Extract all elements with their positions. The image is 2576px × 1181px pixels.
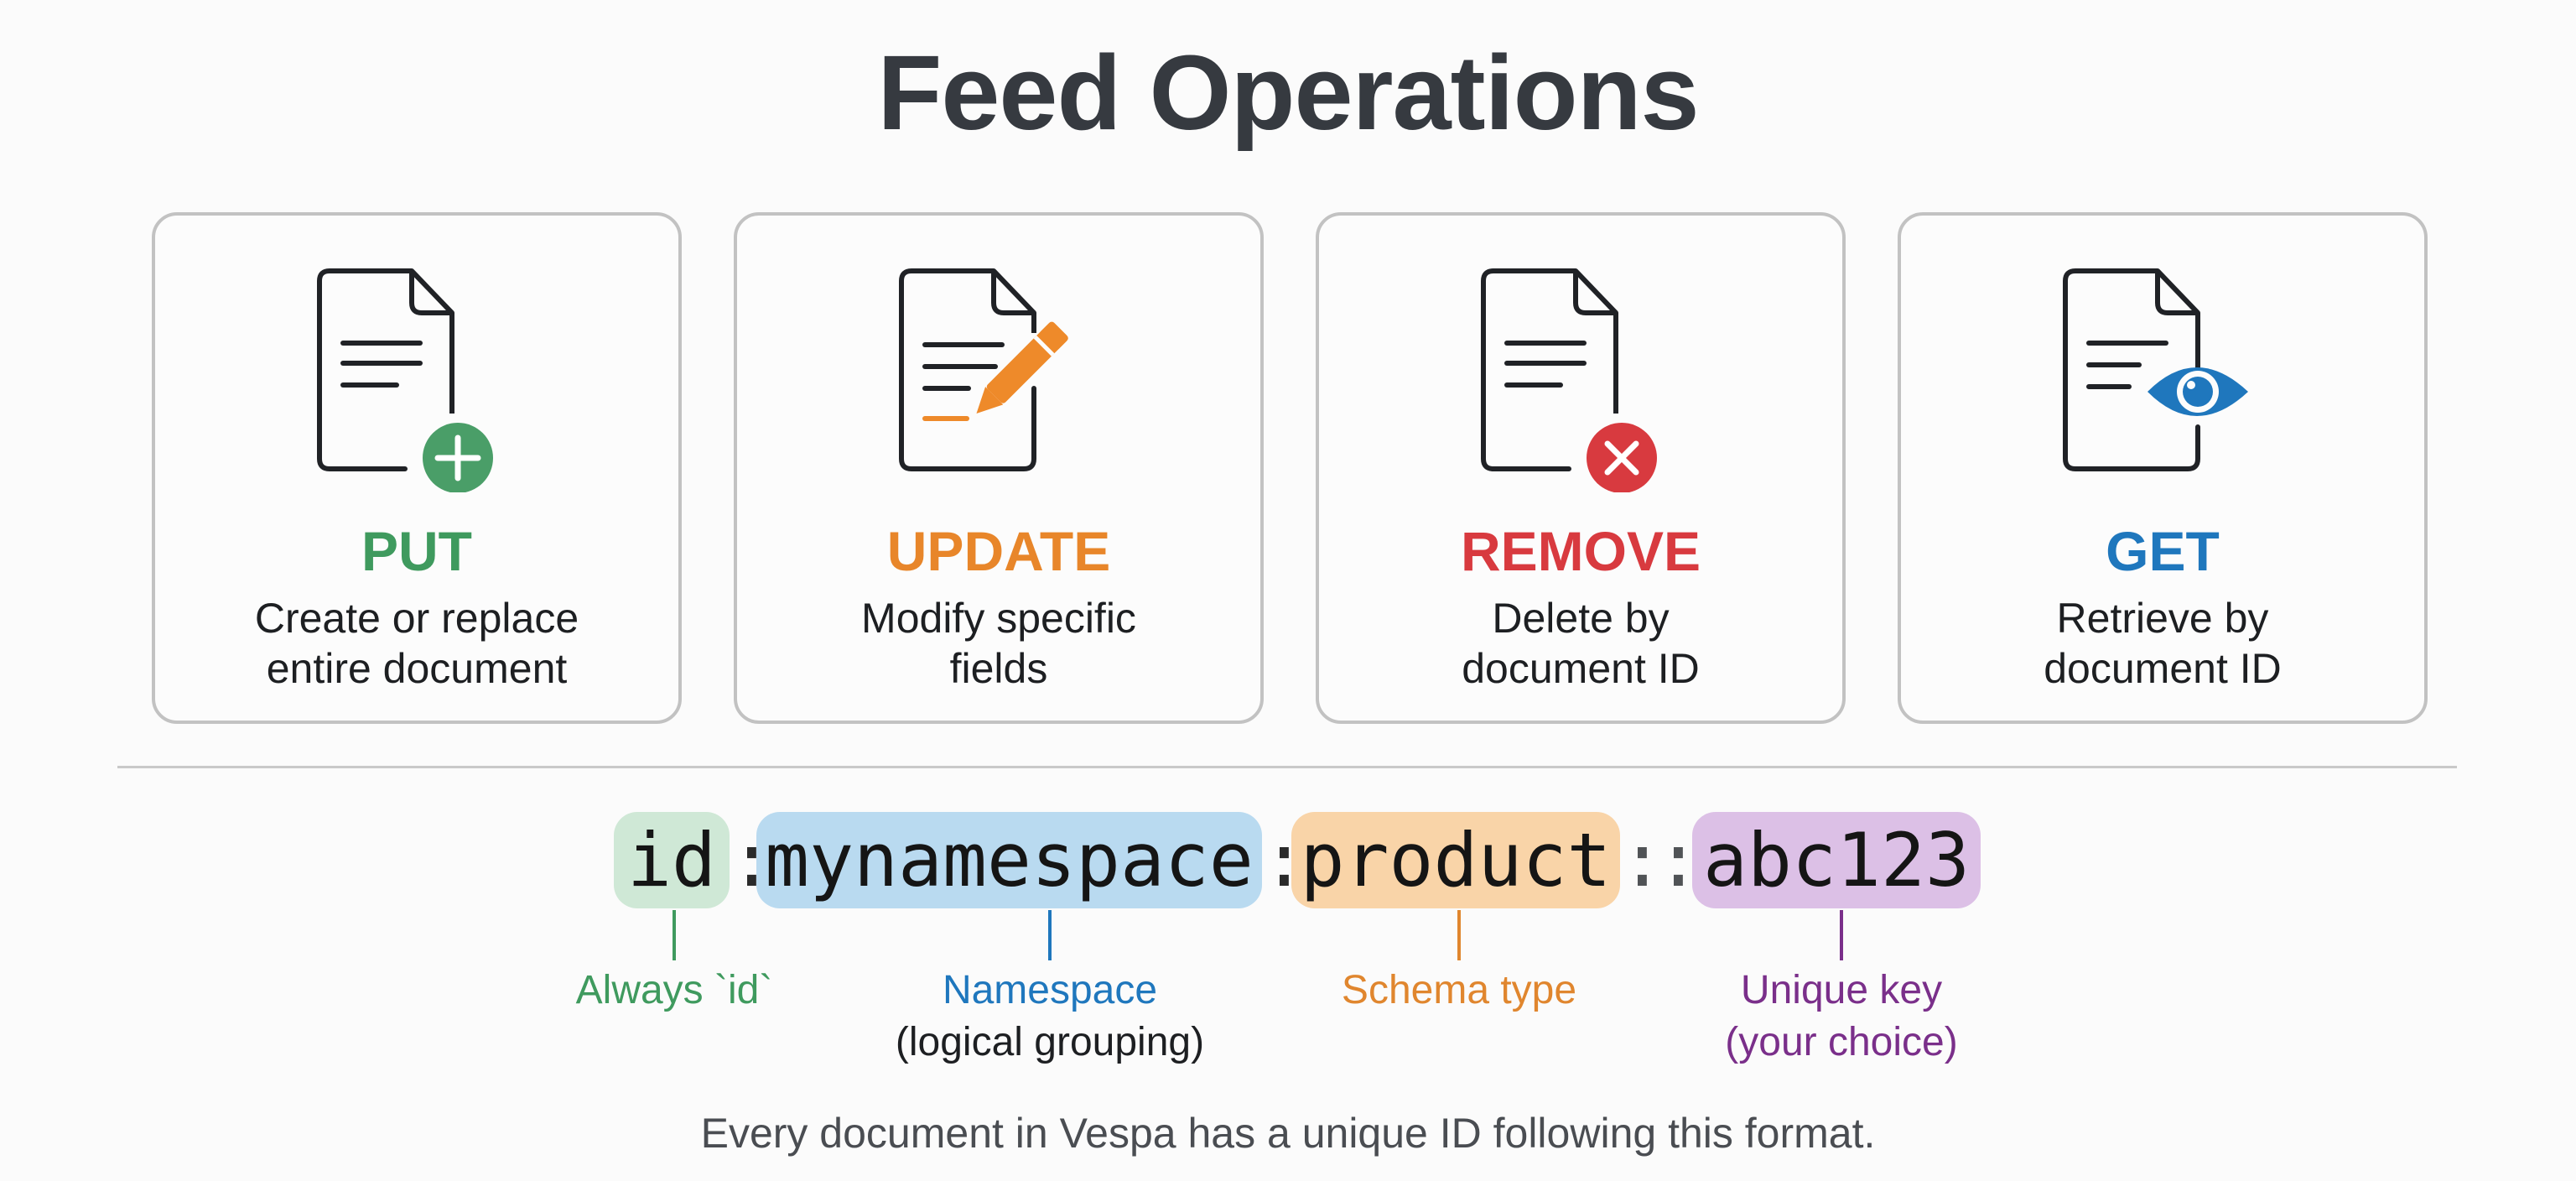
operation-card-get: GET Retrieve by document ID	[1898, 212, 2428, 724]
separator-colon: :	[1620, 817, 1665, 903]
document-plus-icon	[317, 268, 493, 492]
namespace-pill: mynamespace	[756, 812, 1262, 908]
separator-colon: :	[730, 817, 774, 903]
label-line: Always `id`	[575, 968, 773, 1012]
operation-name: REMOVE	[1460, 520, 1701, 582]
description-line: Delete by	[1492, 595, 1670, 642]
operation-name: GET	[2106, 520, 2220, 582]
description-line: fields	[949, 645, 1048, 692]
separator-colon: :	[1262, 817, 1306, 903]
label-line: Namespace	[942, 968, 1158, 1012]
label-line: (your choice)	[1725, 1020, 1958, 1064]
label-line: Unique key	[1740, 968, 1943, 1012]
document-eye-icon	[2063, 268, 2248, 471]
operation-description: Modify specific fields	[754, 593, 1244, 694]
description-line: document ID	[1462, 645, 1700, 692]
connector-line	[1840, 910, 1843, 960]
description-line: Retrieve by	[2056, 595, 2269, 642]
unique-key-pill: abc123	[1692, 812, 1981, 908]
footer-caption: Every document in Vespa has a unique ID …	[700, 1110, 1876, 1157]
id-prefix-label: Always `id`	[456, 965, 892, 1017]
connector-line	[673, 910, 676, 960]
separator-colon: :	[1656, 817, 1701, 903]
label-line: (logical grouping)	[895, 1020, 1205, 1064]
description-line: document ID	[2044, 645, 2282, 692]
operation-name: PUT	[361, 520, 472, 582]
operation-description: Create or replace entire document	[172, 593, 662, 694]
operation-card-update: UPDATE Modify specific fields	[734, 212, 1264, 724]
connector-line	[1457, 910, 1461, 960]
page-title: Feed Operations	[877, 34, 1699, 152]
namespace-label: Namespace (logical grouping)	[832, 965, 1268, 1069]
connector-line	[1048, 910, 1052, 960]
operation-description: Delete by document ID	[1336, 593, 1826, 694]
document-pencil-icon	[899, 268, 1068, 471]
schema-type-label: Schema type	[1241, 965, 1677, 1017]
description-line: entire document	[266, 645, 568, 692]
operation-card-remove: REMOVE Delete by document ID	[1316, 212, 1846, 724]
description-line: Modify specific	[861, 595, 1136, 642]
label-line: Schema type	[1341, 968, 1577, 1012]
operation-name: UPDATE	[886, 520, 1111, 582]
operation-card-put: PUT Create or replace entire document	[152, 212, 682, 724]
unique-key-label: Unique key (your choice)	[1623, 965, 2059, 1069]
id-prefix-pill: id	[614, 812, 730, 908]
description-line: Create or replace	[254, 595, 579, 642]
schema-type-pill: product	[1291, 812, 1620, 908]
section-divider	[117, 766, 2457, 768]
operation-description: Retrieve by document ID	[1918, 593, 2407, 694]
document-x-icon	[1481, 268, 1657, 492]
